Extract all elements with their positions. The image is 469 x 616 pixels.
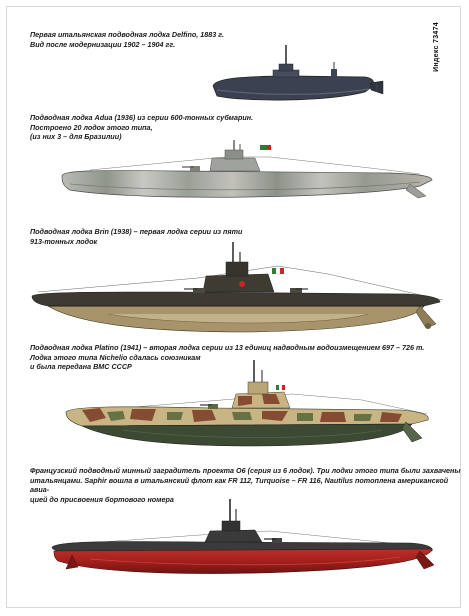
caption-french-minelayer: Французский подводный минный заградитель…: [30, 466, 469, 504]
index-label: Индекс 73474: [433, 22, 440, 72]
submarine-delfino-illustration: [212, 45, 384, 101]
caption-line: итальянцами. Saphir вошла в итальянский …: [30, 475, 449, 495]
submarine-adua-illustration: [61, 140, 433, 199]
caption-line: Подводная лодка Brin (1938) – первая лод…: [30, 227, 243, 236]
caption-line: цией до присвоения бортового номера: [30, 494, 174, 504]
submarine-platino-illustration: [65, 360, 429, 447]
caption-line: Лодка этого типа Nichelio сдалась союзни…: [30, 352, 201, 362]
page-frame: [6, 6, 461, 608]
caption-delfino: Первая итальянская подводная лодка Delfi…: [30, 30, 224, 49]
caption-brin: Подводная лодка Brin (1938) – первая лод…: [30, 227, 242, 246]
caption-line: Подводная лодка Adua (1936) из серии 600…: [30, 113, 254, 122]
caption-line: Французский подводный минный заградитель…: [30, 466, 461, 475]
caption-platino: Подводная лодка Platino (1941) – вторая …: [30, 343, 424, 372]
caption-line: Первая итальянская подводная лодка Delfi…: [30, 30, 224, 39]
submarine-french-minelayer-illustration: [51, 499, 435, 574]
caption-line: Подводная лодка Platino (1941) – вторая …: [30, 343, 425, 352]
submarine-brin-illustration: [31, 242, 444, 333]
caption-adua: Подводная лодка Adua (1936) из серии 600…: [30, 113, 253, 142]
caption-line: Вид после модернизации 1902 – 1904 гг.: [30, 39, 176, 49]
caption-line: и была передана ВМС СССР: [30, 362, 132, 372]
caption-line: (из них 3 – для Бразилии): [30, 132, 122, 142]
caption-line: 913-тонных лодок: [30, 236, 98, 246]
caption-line: Построено 20 лодок этого типа,: [30, 122, 153, 132]
